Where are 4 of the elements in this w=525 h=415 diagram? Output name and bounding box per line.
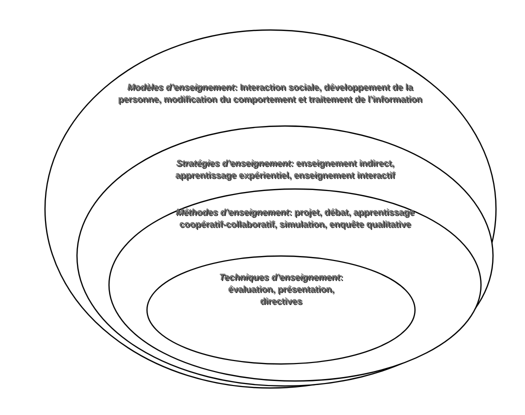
description-text: Techniques d’enseignement: évaluation, présentation, directives xyxy=(218,271,344,307)
description-text: Modèles d’enseignement: Interaction sociale, développement de la personne, modification du comportement et traitement de l’information xyxy=(116,81,424,105)
description-text: Méthodes d’enseignement: projet, débat, apprentissage coopératif-collaboratif, simulation, enquête qualitative xyxy=(175,206,415,230)
description-text: Stratégies d’enseignement: enseignement indirect, apprentissage expérientiel, enseignement interactif xyxy=(174,157,396,181)
